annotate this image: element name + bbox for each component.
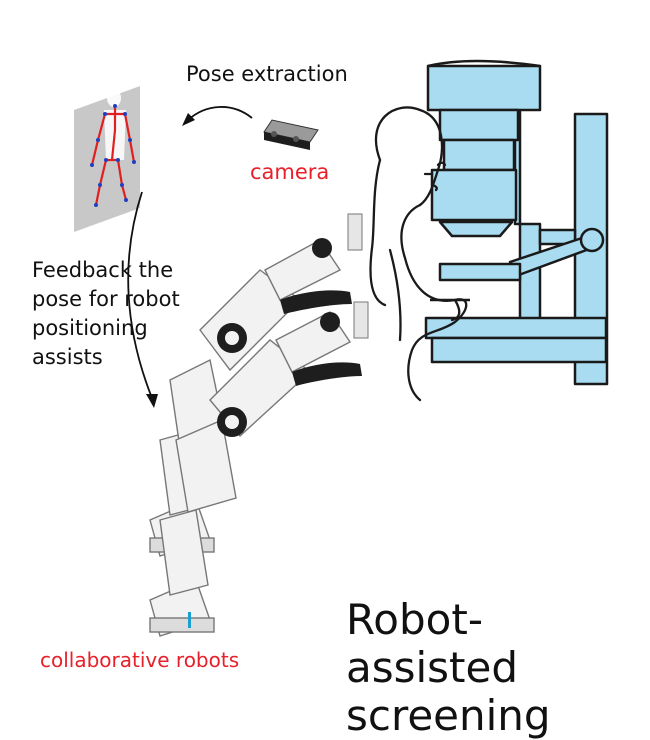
patient-outline-icon: [369, 106, 468, 402]
collaborative-robots-label: collaborative robots: [40, 648, 240, 672]
mammography-machine-icon: [424, 59, 609, 386]
pose-skeleton-icon: [74, 86, 140, 232]
feedback-label: Feedback the pose for robot positioning …: [32, 258, 180, 369]
camera-label: camera: [250, 160, 330, 184]
feedback-arrow: [127, 191, 153, 399]
depth-camera-icon: [263, 119, 319, 150]
robot-arm-icon: [149, 301, 369, 637]
page-title: Robot-assisted screening: [346, 595, 551, 740]
diagram-canvas: [74, 59, 609, 637]
pose-extraction-arrow: [187, 106, 253, 121]
pose-extraction-label: Pose extraction: [186, 62, 348, 86]
pose-extraction-arrowhead: [182, 113, 195, 126]
feedback-arrowhead: [146, 394, 158, 408]
